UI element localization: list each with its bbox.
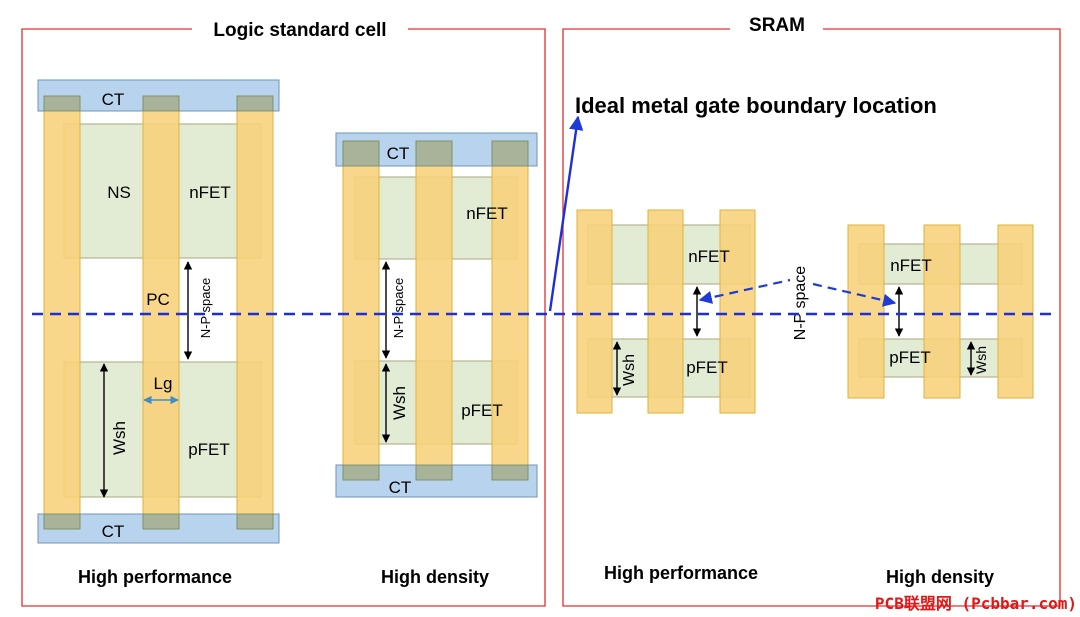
- gate-left: [342, 140, 380, 481]
- sram-hp-cell: [576, 209, 756, 414]
- sram-hp-nfet-label: nFET: [688, 247, 730, 266]
- gate-middle: [923, 224, 961, 399]
- logic-hp-lg-label: Lg: [154, 374, 173, 393]
- logic-hd-nfet-label: nFET: [466, 204, 508, 223]
- logic-hp-cell: [37, 79, 280, 544]
- logic-hd-np-space-label: N-P space: [391, 278, 406, 338]
- logic-hp-pfet-label: pFET: [188, 440, 230, 459]
- logic-hd-wsh-label: Wsh: [390, 386, 409, 420]
- logic-hd-ct-top-label: CT: [387, 144, 410, 163]
- logic-hd-caption: High density: [381, 567, 489, 587]
- logic-hd-cell: [335, 132, 538, 498]
- logic-hp-ct-bottom-label: CT: [102, 522, 125, 541]
- sram-hd-pfet-label: pFET: [889, 348, 931, 367]
- sram-np-space-indicator: [698, 278, 897, 307]
- logic-title: Logic standard cell: [213, 20, 386, 41]
- gate-middle: [647, 209, 684, 414]
- sram-frame: [562, 28, 1061, 607]
- logic-hp-pc-label: PC: [146, 290, 170, 309]
- watermark-text: PCB联盟网 (Pcbbar.com): [875, 594, 1077, 613]
- gate-right: [997, 224, 1034, 399]
- sram-hp-pfet-label: pFET: [686, 358, 728, 377]
- gate-right: [719, 209, 756, 414]
- sram-np-space-label: N-P space: [792, 266, 809, 341]
- sram-hd-nfet-label: nFET: [890, 256, 932, 275]
- logic-hp-nfet-label: nFET: [189, 183, 231, 202]
- logic-hp-wsh-label: Wsh: [110, 421, 129, 455]
- sram-hd-caption: High density: [886, 567, 994, 587]
- logic-hp-ns-label: NS: [107, 183, 131, 202]
- sram-hd-wsh-label: Wsh: [973, 346, 989, 374]
- sram-title: SRAM: [749, 15, 805, 36]
- gate-left: [43, 95, 81, 530]
- logic-hp-np-space-label: N-P space: [198, 278, 213, 338]
- boundary-pointer-arrow: [548, 115, 584, 312]
- gate-left: [576, 209, 613, 414]
- sram-hd-cell: [847, 224, 1034, 399]
- sram-hp-caption: High performance: [604, 563, 758, 583]
- logic-hp-ct-top-label: CT: [102, 90, 125, 109]
- gate-middle: [142, 95, 180, 530]
- boundary-label: Ideal metal gate boundary location: [575, 93, 937, 118]
- logic-hd-ct-bottom-label: CT: [389, 478, 412, 497]
- logic-frame: [21, 28, 546, 607]
- gate-left: [847, 224, 885, 399]
- logic-hp-caption: High performance: [78, 567, 232, 587]
- gate-right: [236, 95, 274, 530]
- gate-middle: [415, 140, 453, 481]
- logic-hd-pfet-label: pFET: [461, 401, 503, 420]
- sram-hp-wsh-label: Wsh: [621, 354, 638, 386]
- gate-right: [491, 140, 529, 481]
